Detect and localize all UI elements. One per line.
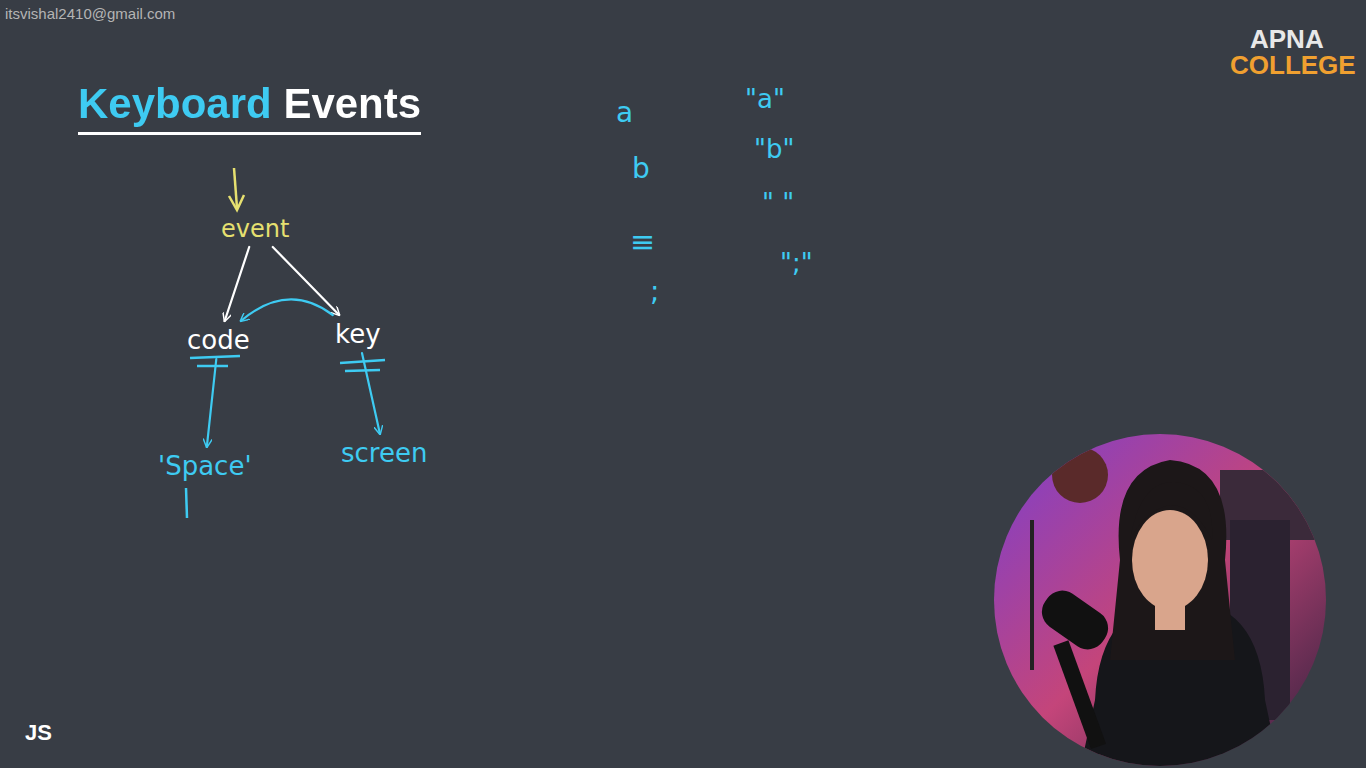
underline-stroke [197,365,228,368]
handwritten-char: b [632,152,650,185]
input-arrow-head [229,195,244,210]
handwritten-string: ";" [780,248,813,278]
handwritten-char: ; [650,275,659,308]
hand-arrow [207,359,216,447]
handwritten-char: ≡ [630,224,655,259]
term-text: 'Space' [158,451,252,481]
handwritten-term: event [215,211,295,247]
hand-arrow [273,247,339,315]
logo-text: COLLEGE [1230,50,1356,81]
handwritten-string: "b" [754,134,794,164]
handwritten-term: code [181,321,256,359]
handwritten-string: " " [762,188,794,218]
stray-stroke [186,488,187,518]
hand-arrow [362,353,380,434]
input-arrow [234,168,237,208]
watermark: itsvishal2410@gmail.com [5,5,175,22]
term-text: code [187,325,250,355]
term-text: event [221,215,289,243]
underline-stroke [340,360,385,363]
corner-tag: JS [25,720,52,746]
handwritten-term: 'Space' [152,447,258,485]
presenter-figure [990,430,1330,768]
handwritten-term: key [329,315,387,353]
hand-arrow [241,299,333,321]
underline-stroke [345,370,380,371]
term-text: key [335,319,381,349]
slide-title: Keyboard Events [78,80,421,135]
term-text: screen [341,438,427,468]
handwritten-char: a [616,96,633,129]
hand-arrow [225,247,250,321]
underline-stroke [190,356,240,358]
handwritten-string: "a" [745,84,785,114]
handwritten-term: screen [335,434,433,472]
